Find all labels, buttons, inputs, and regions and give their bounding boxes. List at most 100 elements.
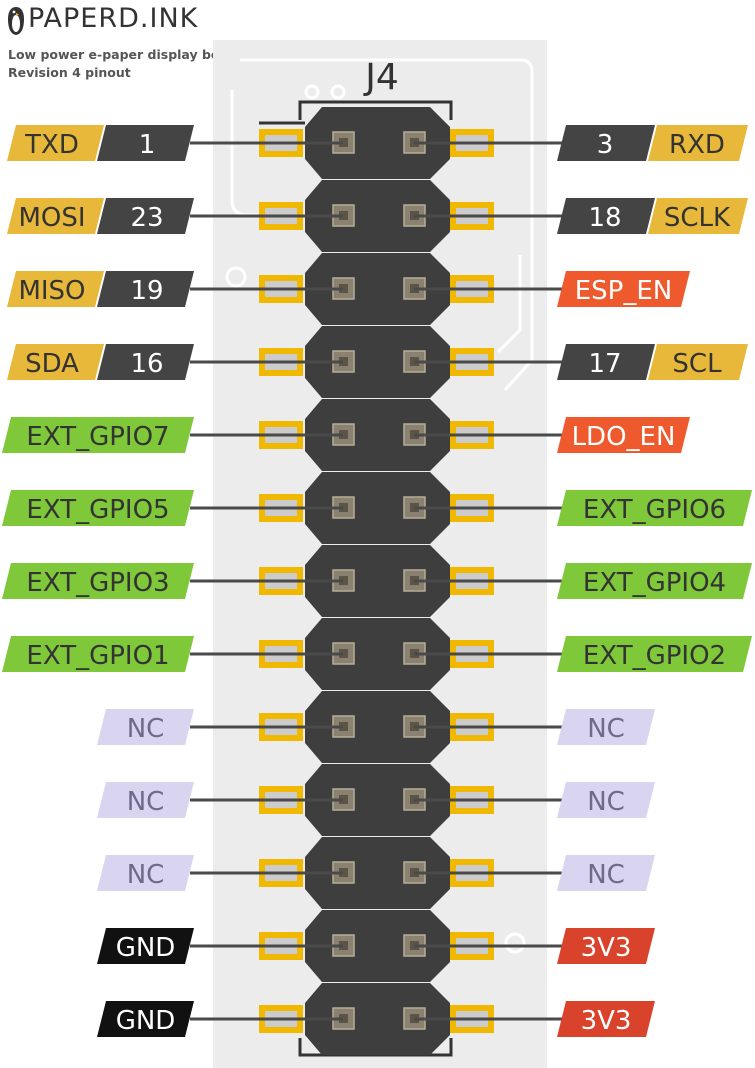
header-segment — [305, 618, 450, 690]
header-segment — [305, 983, 450, 1055]
pin-function-label: NC — [127, 714, 165, 744]
header-segment — [305, 399, 450, 471]
gpio-number-label: 1 — [139, 130, 156, 160]
pin-function-label: TXD — [24, 130, 79, 160]
pin-function-label: NC — [127, 860, 165, 890]
pin-function-label: SCLK — [664, 203, 731, 233]
pin-function-label: EXT_GPIO4 — [583, 568, 726, 598]
pin-square-core — [339, 284, 348, 293]
pin-square-core — [339, 503, 348, 512]
gpio-number-label: 18 — [588, 203, 621, 233]
pin-function-badge — [557, 417, 690, 453]
pin-function-label: LDO_EN — [572, 422, 676, 452]
pin-square-core — [339, 722, 348, 731]
subtitle-line-1: Low power e-paper display board — [8, 47, 244, 62]
pin-function-badge — [97, 1001, 194, 1037]
pin-function-label: 3V3 — [581, 933, 632, 963]
pin-function-badge — [97, 782, 194, 818]
pin-square-core — [339, 357, 348, 366]
pin-function-label: NC — [587, 860, 625, 890]
gpio-number-badge — [97, 344, 194, 380]
pin-function-badge — [97, 855, 194, 891]
pin-function-badge — [7, 198, 104, 234]
pin-function-label: GND — [116, 933, 176, 963]
pin-function-badge — [7, 344, 104, 380]
pin-function-label: GND — [116, 1006, 176, 1036]
pin-function-badge — [97, 928, 194, 964]
pin-function-label: NC — [127, 787, 165, 817]
pin-function-label: MISO — [18, 276, 85, 306]
pin-function-badge — [557, 636, 752, 672]
pin-labels: TXD 1 3 RXD MOSI 23 18 SCLK MISO 19 ESP_EN SDA 16 17 S… — [2, 125, 752, 1037]
pin-function-badge — [648, 125, 748, 161]
pin-function-badge — [2, 417, 194, 453]
header-segment — [305, 326, 450, 398]
pin-function-label: EXT_GPIO2 — [583, 641, 726, 671]
header-segment — [305, 180, 450, 252]
pin-function-badge — [2, 490, 194, 526]
header-segment — [305, 253, 450, 325]
gpio-number-label: 16 — [130, 349, 163, 379]
pin-square-core — [339, 795, 348, 804]
gpio-number-badge — [97, 271, 194, 307]
pin-square-core — [339, 1014, 348, 1023]
header-segment — [305, 107, 450, 179]
gpio-number-badge — [97, 198, 194, 234]
gpio-number-label: 19 — [130, 276, 163, 306]
pin-function-badge — [97, 709, 194, 745]
header-segment — [305, 764, 450, 836]
pin-function-badge — [557, 855, 655, 891]
header-segment — [305, 691, 450, 763]
pin-function-badge — [648, 198, 748, 234]
header-segment — [305, 910, 450, 982]
gpio-number-badge — [97, 125, 194, 161]
pin-function-label: SDA — [25, 349, 79, 379]
gpio-number-badge — [557, 125, 655, 161]
pin-function-label: SCL — [672, 349, 722, 379]
gpio-number-badge — [557, 198, 655, 234]
pin-function-badge — [557, 563, 752, 599]
pin-square-core — [339, 649, 348, 658]
header-segment — [305, 545, 450, 617]
penguin-icon — [8, 7, 24, 35]
pin-square-core — [339, 211, 348, 220]
pin-square-core — [339, 430, 348, 439]
header: PAPERD.INK Low power e-paper display boa… — [4, 2, 264, 82]
pin-square-core — [339, 941, 348, 950]
pin-function-badge — [2, 636, 194, 672]
pin-function-badge — [557, 490, 752, 526]
header-segment — [305, 837, 450, 909]
pin-function-badge — [7, 271, 104, 307]
pin-function-badge — [648, 344, 748, 380]
pin-function-label: MOSI — [18, 203, 85, 233]
pin-function-label: NC — [587, 714, 625, 744]
pin-function-label: NC — [587, 787, 625, 817]
brand-logo: PAPERD.INK — [4, 2, 204, 42]
pin-function-badge — [557, 271, 690, 307]
pin-function-label: EXT_GPIO3 — [26, 568, 169, 598]
pin-function-label: 3V3 — [581, 1006, 632, 1036]
connector-label: J4 — [363, 57, 399, 98]
gpio-number-badge — [557, 344, 655, 380]
brand-name: PAPERD.INK — [28, 3, 199, 34]
gpio-number-label: 23 — [130, 203, 163, 233]
pin-function-label: EXT_GPIO6 — [583, 495, 726, 525]
pin-function-label: ESP_EN — [575, 276, 673, 306]
pin-function-badge — [557, 782, 655, 818]
pin-function-badge — [557, 928, 655, 964]
pin-square-core — [339, 138, 348, 147]
pin-function-badge — [557, 1001, 655, 1037]
pin-function-badge — [2, 563, 194, 599]
pin-function-label: EXT_GPIO7 — [26, 422, 169, 452]
pin-square-core — [339, 576, 348, 585]
pin-function-label: EXT_GPIO1 — [26, 641, 169, 671]
pin-function-label: RXD — [669, 130, 725, 160]
pin-function-badge — [7, 125, 104, 161]
gpio-number-label: 17 — [588, 349, 621, 379]
subtitle-line-2: Revision 4 pinout — [8, 65, 131, 80]
pin-square-core — [339, 868, 348, 877]
gpio-number-label: 3 — [597, 130, 614, 160]
pin-function-label: EXT_GPIO5 — [26, 495, 169, 525]
pin-leader-lines — [190, 141, 565, 1021]
pin-function-badge — [557, 709, 655, 745]
